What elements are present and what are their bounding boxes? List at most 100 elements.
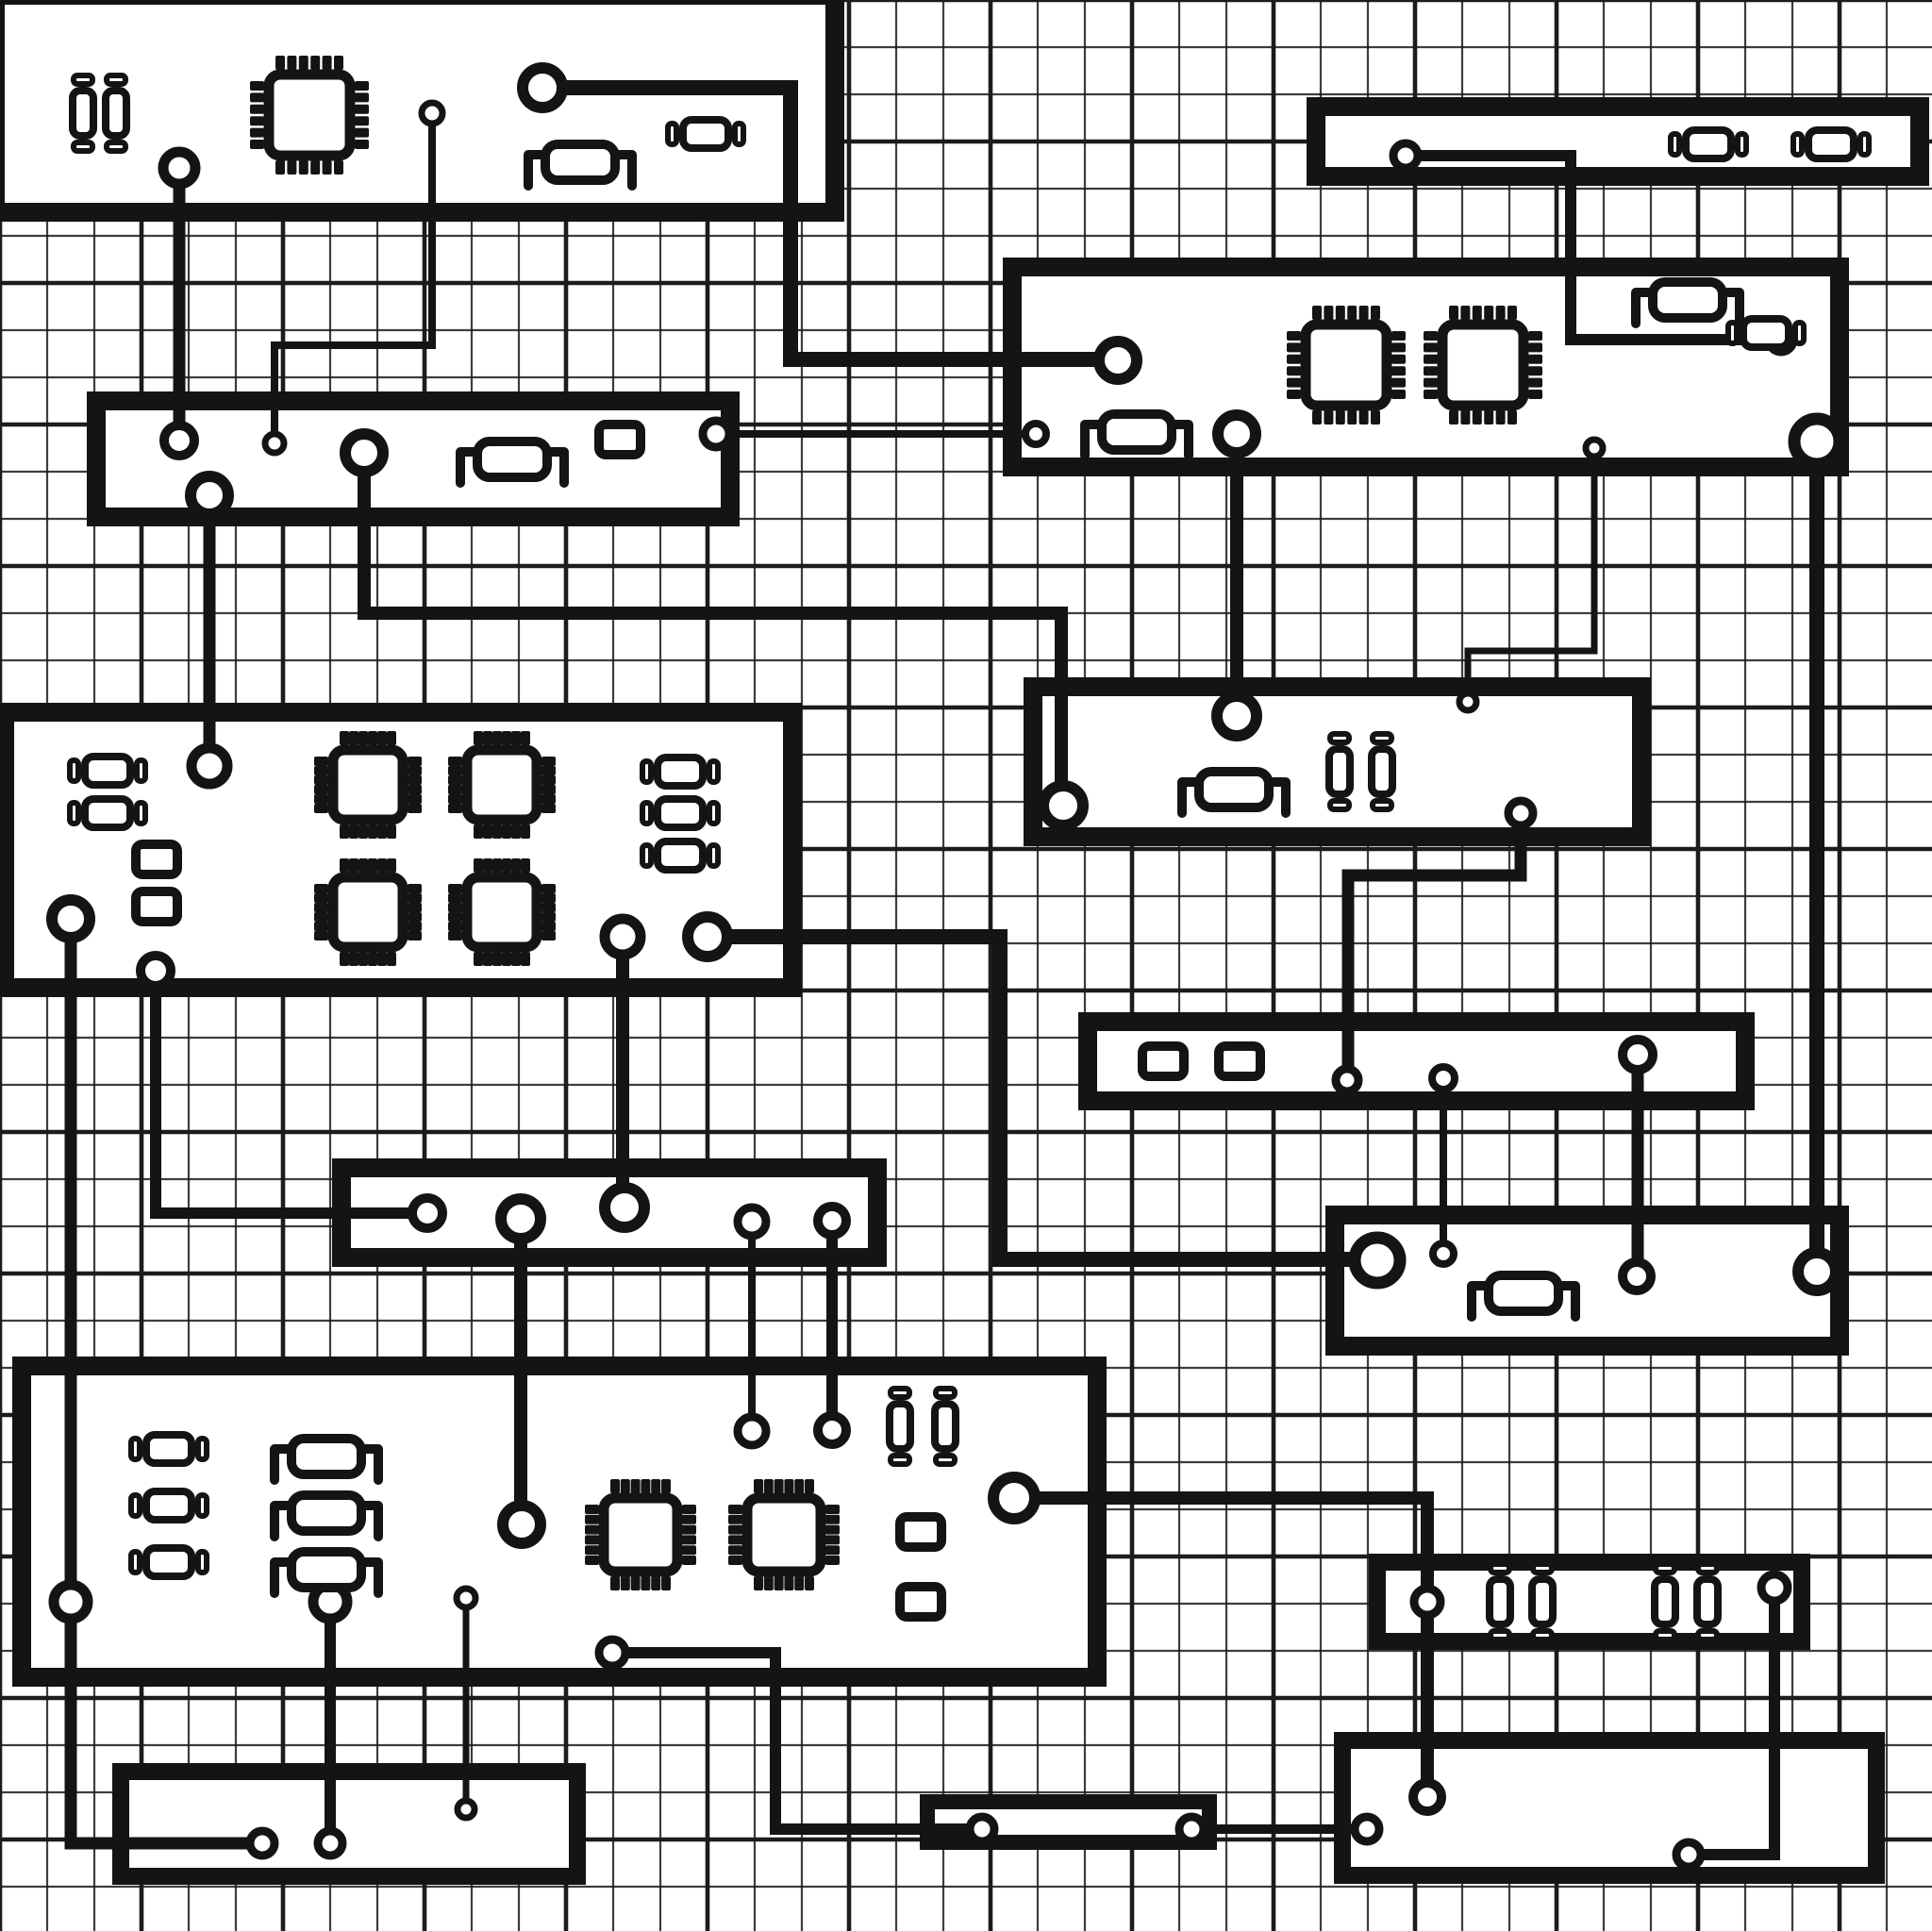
chip-pin	[774, 1479, 784, 1493]
capacitor-plate	[128, 1549, 142, 1575]
chip-icon	[448, 858, 556, 966]
chip-pin	[368, 858, 377, 873]
resistor-body	[1097, 409, 1176, 455]
capacitor-icon	[1725, 315, 1807, 351]
chip-pin	[682, 1514, 696, 1524]
solder-pad	[1038, 780, 1089, 831]
chip-pin	[585, 1524, 599, 1535]
chip-pin	[250, 104, 264, 114]
chip-pin	[651, 1479, 661, 1493]
chip-pin	[334, 56, 343, 70]
solder-pad	[1456, 690, 1480, 714]
chip-pin	[754, 1479, 763, 1493]
chip-pin	[661, 1576, 671, 1590]
resistors	[270, 140, 1744, 1598]
chip-pin	[310, 56, 321, 70]
trace-line	[1341, 813, 1527, 1080]
chip-pin	[1507, 306, 1517, 320]
capacitor-body	[886, 1400, 914, 1453]
chip-pin	[1347, 306, 1357, 320]
capacitor-icon	[69, 73, 97, 154]
capacitor-plate	[134, 757, 148, 784]
chip-pin	[355, 116, 369, 126]
solder-pad	[1331, 1064, 1363, 1096]
chip-pin	[298, 160, 308, 175]
chip-pin	[511, 824, 521, 839]
resistor-lead	[360, 1444, 383, 1485]
chip-pin	[448, 912, 462, 922]
chip-pin	[1449, 306, 1458, 320]
capacitor-body	[654, 754, 707, 790]
chip-pin	[502, 731, 511, 745]
capacitor-body	[142, 1431, 195, 1467]
chip-pin	[483, 952, 492, 966]
chip-pin	[355, 92, 369, 103]
chip-pin	[1528, 354, 1542, 364]
resistor-lead	[270, 1444, 292, 1485]
resistor-lead	[456, 447, 478, 488]
chip-pin	[355, 104, 369, 114]
capacitor-icon	[128, 1431, 209, 1467]
capacitor-body	[679, 116, 732, 152]
chip-pin	[585, 1556, 599, 1565]
chip-pin	[541, 912, 556, 922]
resistor-lead	[1080, 420, 1103, 460]
chip-pin	[541, 804, 556, 813]
chip-pin	[1312, 410, 1322, 424]
solder-pad	[517, 62, 568, 113]
capacitor-icon	[1693, 1561, 1722, 1642]
chip-pin	[1391, 366, 1406, 376]
chip-body	[1437, 319, 1529, 411]
capacitor-plate	[1725, 320, 1740, 346]
smd-component-icon	[131, 840, 182, 879]
chip-pin	[511, 858, 521, 873]
chip-pin	[448, 893, 462, 903]
chip-pin	[1391, 390, 1406, 399]
capacitor-plate	[1370, 798, 1394, 812]
chip-pin	[408, 804, 422, 813]
capacitor-icon	[640, 754, 721, 790]
chip-pin	[355, 127, 369, 138]
chip-pin	[340, 952, 349, 966]
chip-pin	[314, 912, 328, 922]
chip-pin	[521, 731, 530, 745]
solder-pad	[1582, 436, 1607, 460]
chip-pin	[314, 785, 328, 794]
capacitor-body	[1368, 745, 1396, 798]
chip-pin	[483, 824, 492, 839]
capacitor-plate	[1327, 798, 1352, 812]
capacitor-body	[931, 1400, 959, 1453]
chip-body	[598, 1492, 683, 1577]
resistor-body	[1484, 1271, 1563, 1316]
chip-pin	[1424, 390, 1438, 399]
capacitor-icon	[1368, 731, 1396, 812]
solder-pad	[185, 471, 234, 520]
chip-pin	[314, 757, 328, 766]
trace-line	[1464, 448, 1598, 702]
chip-pin	[794, 1479, 805, 1493]
capacitor-plate	[1530, 1561, 1555, 1575]
chip-pin	[349, 731, 358, 745]
chip-pin	[610, 1479, 620, 1493]
chip-pin	[784, 1479, 794, 1493]
solder-pad	[158, 146, 201, 190]
chip-pin	[387, 824, 396, 839]
capacitor-body	[1693, 1575, 1722, 1628]
chip-pin	[310, 160, 321, 175]
capacitor-plate	[1857, 131, 1872, 158]
chip-pin	[355, 81, 369, 91]
capacitor-body	[142, 1544, 195, 1580]
chip-pin	[314, 884, 328, 893]
chip-pin	[1287, 377, 1301, 388]
chip-pin	[1391, 354, 1406, 364]
capacitor-plate	[1370, 731, 1394, 745]
chip-pin	[408, 903, 422, 912]
capacitor-icon	[1486, 1561, 1514, 1642]
chip-pin	[502, 858, 511, 873]
capacitor-plate	[732, 121, 746, 147]
chip-icon	[585, 1479, 696, 1590]
chip-pin	[825, 1505, 840, 1514]
solder-pad	[733, 1412, 771, 1450]
solder-pad	[1788, 412, 1846, 471]
